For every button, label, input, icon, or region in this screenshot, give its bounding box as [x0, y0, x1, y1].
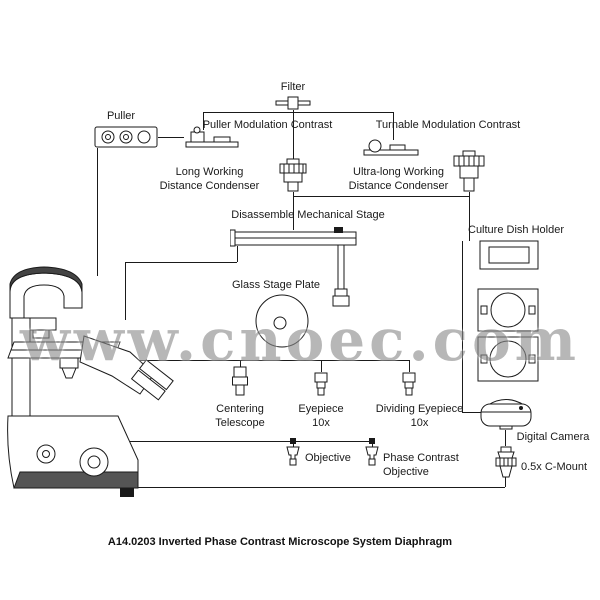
connector-line [203, 112, 393, 113]
centering-telescope-component [232, 366, 248, 396]
connector-line [85, 360, 409, 361]
connector-line [130, 441, 372, 442]
connector-line [97, 148, 98, 276]
culture-dish-holder-ring-1 [477, 288, 539, 332]
connector-line [293, 110, 294, 160]
digital-camera-component [480, 399, 532, 430]
label-turnable-modulation-contrast: Turnable Modulation Contrast [375, 119, 521, 131]
c-mount-component [495, 446, 517, 478]
label-long-working-distance-condenser: Long Working Distance Condenser [159, 166, 260, 192]
watermark-text: www.cnoec.com [19, 306, 581, 374]
connector-line [128, 487, 505, 488]
label-digital-camera: Digital Camera [516, 431, 590, 443]
connector-line [393, 112, 394, 140]
connector-line [240, 360, 241, 368]
caption-text: A14.0203 Inverted Phase Contrast Microsc… [107, 536, 453, 548]
label-puller-modulation-contrast: Puller Modulation Contrast [202, 119, 333, 131]
connector-line [372, 441, 373, 447]
label-objective: Objective [305, 452, 351, 464]
puller-modulation-contrast-component [185, 126, 239, 148]
dividing-eyepiece-component [402, 372, 416, 396]
label-culture-dish-holder: Culture Dish Holder [468, 224, 564, 236]
ultra-long-working-distance-condenser-component [453, 150, 485, 192]
connector-line [293, 192, 294, 230]
microscope-illustration [7, 266, 174, 497]
connector-line [462, 412, 481, 413]
culture-dish-holder-plate [479, 240, 539, 270]
connector-line [237, 246, 238, 262]
puller-component [94, 126, 158, 148]
label-c-mount: 0.5x C-Mount [521, 461, 588, 473]
filter-component [275, 96, 311, 110]
label-ultra-long-working-distance-condenser: Ultra-long Working Distance Condenser [348, 166, 449, 192]
connector-line [469, 192, 470, 241]
phase-contrast-objective-component [365, 446, 379, 466]
label-filter: Filter [280, 81, 306, 93]
junction-dot [369, 438, 375, 444]
long-working-distance-condenser-component [279, 158, 307, 192]
eyepiece-component [314, 372, 328, 396]
connector-line [158, 137, 184, 138]
connector-line [125, 262, 237, 263]
label-phase-contrast-objective: Phase Contrast Objective [383, 452, 459, 478]
connector-line [293, 196, 469, 197]
connector-line [125, 262, 126, 320]
connector-line [505, 430, 506, 446]
junction-dot [290, 438, 296, 444]
connector-line [203, 112, 204, 130]
connector-line [409, 360, 410, 372]
label-disassemble-mechanical-stage: Disassemble Mechanical Stage [231, 209, 385, 221]
mechanical-stage-component [230, 227, 357, 307]
label-dividing-eyepiece-10x: Dividing Eyepiece 10x [375, 403, 464, 429]
label-glass-stage-plate: Glass Stage Plate [231, 279, 321, 291]
label-eyepiece-10x: Eyepiece 10x [298, 403, 344, 429]
label-puller: Puller [106, 110, 136, 122]
objective-component [286, 446, 300, 466]
connector-line [293, 441, 294, 447]
culture-dish-holder-ring-2 [477, 336, 539, 382]
connector-line [462, 241, 463, 412]
glass-stage-plate-component [255, 294, 309, 348]
connector-line [321, 360, 322, 372]
turnable-modulation-contrast-component [363, 139, 419, 156]
connector-line [505, 477, 506, 487]
label-centering-telescope: Centering Telescope [215, 403, 265, 429]
